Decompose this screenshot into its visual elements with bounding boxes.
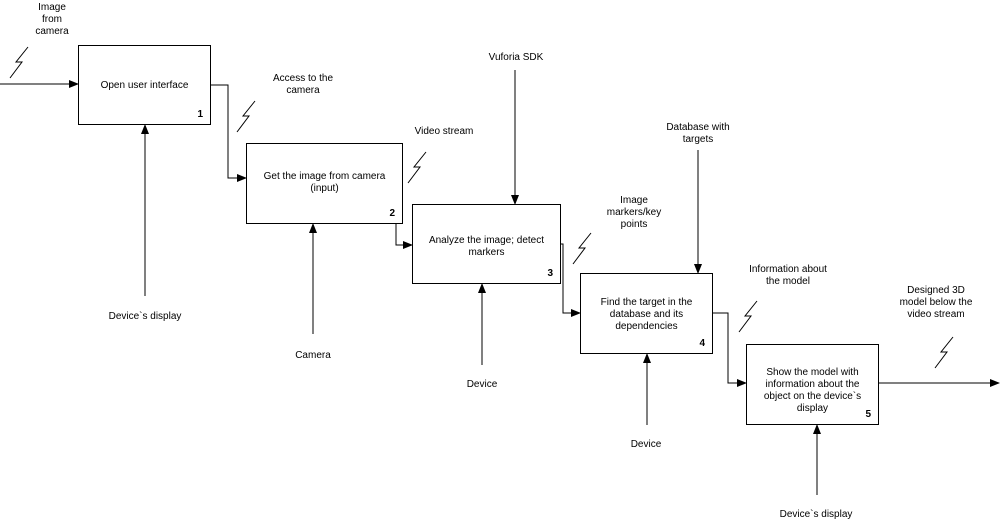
mechanism-label-display-5: Device`s display <box>779 509 853 520</box>
squiggle-input <box>9 46 29 79</box>
squiggle-output <box>934 336 954 369</box>
squiggle-info <box>738 300 758 333</box>
flow-label-video: Video stream <box>414 126 474 137</box>
process-box-2: Get the image from camera (input) 2 <box>246 143 403 224</box>
flow-label-markers: Image markers/key points <box>606 195 662 230</box>
process-label-2: Get the image from camera (input) <box>263 171 386 194</box>
process-number-1: 1 <box>197 109 203 120</box>
process-box-4: Find the target in the database and its … <box>580 273 713 354</box>
process-number-2: 2 <box>389 208 395 219</box>
process-number-5: 5 <box>865 409 871 420</box>
mechanism-label-camera: Camera <box>295 350 331 361</box>
mechanism-label-display-1: Device`s display <box>108 311 182 322</box>
flow-label-output: Designed 3D model below the video stream <box>899 285 973 320</box>
process-box-1: Open user interface 1 <box>78 45 211 125</box>
control-label-vuforia: Vuforia SDK <box>488 52 544 63</box>
mechanism-label-device-4: Device <box>630 439 662 450</box>
arrow-3-to-4 <box>560 243 581 317</box>
squiggle-markers <box>572 232 592 265</box>
process-number-4: 4 <box>699 338 705 349</box>
input-label-camera: Image from camera <box>35 2 69 37</box>
process-box-3: Analyze the image; detect markers 3 <box>412 204 561 284</box>
flow-label-info: Information about the model <box>749 264 827 287</box>
process-number-3: 3 <box>547 268 553 279</box>
arrow-1-to-2 <box>210 84 247 182</box>
process-label-1: Open user interface <box>100 80 189 91</box>
arrow-4-to-5 <box>712 312 747 387</box>
squiggle-access <box>236 100 256 133</box>
squiggle-video <box>407 151 427 184</box>
control-label-database: Database with targets <box>666 122 730 145</box>
mechanism-label-device-3: Device <box>466 379 498 390</box>
process-label-4: Find the target in the database and its … <box>600 297 693 332</box>
process-label-5: Show the model with information about th… <box>763 367 862 414</box>
process-label-3: Analyze the image; detect markers <box>428 235 545 258</box>
process-box-5: Show the model with information about th… <box>746 344 879 425</box>
flow-label-access: Access to the camera <box>272 73 334 96</box>
